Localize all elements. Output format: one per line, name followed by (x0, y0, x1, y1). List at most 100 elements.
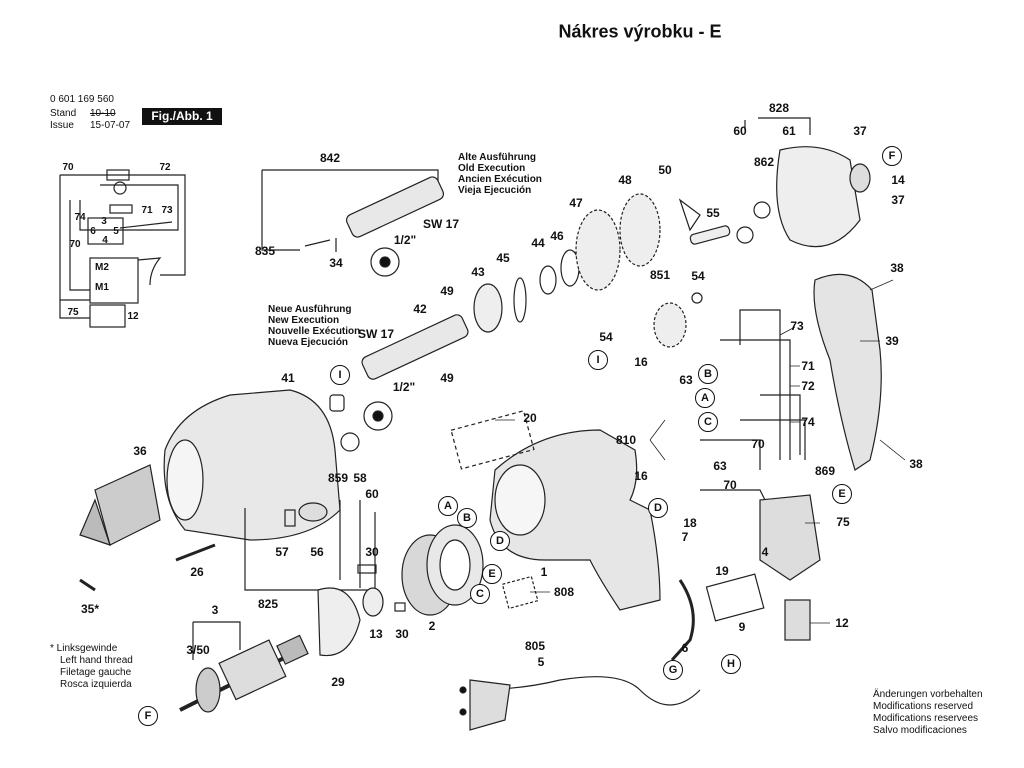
callout: 18 (683, 516, 697, 530)
callout: 30 (395, 627, 409, 641)
circled-reference: E (482, 564, 502, 584)
callout: 6 (681, 641, 689, 655)
callout: 835 (254, 244, 276, 258)
callout: 7 (681, 530, 689, 544)
schematic-label: 70 (62, 162, 74, 173)
note-line: Nouvelle Exécution (268, 326, 361, 337)
handle-cover (813, 273, 882, 471)
issue-value: 15-07-07 (90, 120, 131, 131)
part-number: 0 601 169 560 (50, 94, 114, 105)
circled-reference: G (663, 660, 683, 680)
schematic-label: 5 (113, 226, 119, 237)
note-line: Ancien Exécution (458, 174, 542, 185)
callout: 73 (790, 319, 804, 333)
callout: 4 (761, 545, 769, 559)
callout: 36 (133, 444, 147, 458)
circled-reference: B (698, 364, 718, 384)
callout: 20 (523, 411, 537, 425)
callout: 9 (738, 620, 746, 634)
switch (759, 494, 821, 581)
callout: 808 (553, 585, 575, 599)
circled-reference: D (648, 498, 668, 518)
callout: 12 (835, 616, 849, 630)
stator (401, 524, 484, 616)
chuck (79, 464, 161, 546)
spindle-new (329, 314, 469, 452)
callout: 63 (679, 373, 693, 387)
callout: 39 (885, 334, 899, 348)
callout: 70 (751, 437, 765, 451)
gear-cover (776, 146, 861, 248)
power-cable (459, 676, 701, 731)
callout: 49 (440, 371, 454, 385)
note-line: New Execution (268, 315, 340, 326)
callout: 48 (618, 173, 632, 187)
schematic-label: 75 (67, 307, 79, 318)
schematic-label: M2 (95, 262, 109, 273)
circled-reference: B (457, 508, 477, 528)
note-line: Vieja Ejecución (458, 185, 532, 196)
callout: 34 (329, 256, 343, 270)
callout: SW 17 (422, 217, 460, 231)
legend-line: Filetage gauche (60, 667, 132, 678)
callout: 1/2" (392, 380, 416, 394)
callout: 13 (369, 627, 383, 641)
note-line: Salvo modificaciones (873, 725, 967, 736)
issue-label: Issue (50, 120, 74, 131)
callout: 61 (782, 124, 796, 138)
callout: 46 (550, 229, 564, 243)
note-line: Änderungen vorbehalten (873, 689, 983, 700)
callout: 1 (540, 565, 548, 579)
circled-reference: I (330, 365, 350, 385)
schematic-label: 71 (141, 205, 153, 216)
schematic-label: 4 (102, 235, 108, 246)
callout: 2 (428, 619, 436, 633)
callout: 38 (890, 261, 904, 275)
callout: 58 (353, 471, 367, 485)
callout: 54 (599, 330, 613, 344)
callout: 810 (615, 433, 637, 447)
callout: 63 (713, 459, 727, 473)
circled-reference: H (721, 654, 741, 674)
callout: 37 (853, 124, 867, 138)
note-line: Neue Ausführung (268, 304, 352, 315)
schematic-label: 12 (127, 311, 139, 322)
wiring-schematic (59, 169, 186, 328)
note-line: Old Execution (458, 163, 526, 174)
callout: 19 (715, 564, 729, 578)
circled-reference: D (490, 531, 510, 551)
legend-line: * Linksgewinde (50, 643, 118, 654)
callout: SW 17 (357, 327, 395, 341)
callout: 75 (836, 515, 850, 529)
stand-label: Stand (50, 108, 77, 119)
callout: 869 (814, 464, 836, 478)
circled-reference: I (588, 350, 608, 370)
callout: 44 (531, 236, 545, 250)
callout: 43 (471, 265, 485, 279)
callout: 828 (768, 101, 790, 115)
callout: 862 (753, 155, 775, 169)
schematic-label: 6 (90, 226, 96, 237)
stand-value: 10-10 (90, 108, 116, 119)
circled-reference: F (882, 146, 902, 166)
gear-housing (163, 389, 341, 541)
callout: 14 (891, 173, 905, 187)
callout: 805 (524, 639, 546, 653)
callout: 37 (891, 193, 905, 207)
note-line: Modifications reservees (873, 713, 979, 724)
armature (179, 634, 309, 713)
callout: 1/2" (393, 233, 417, 247)
note-line: Modifications reserved (873, 701, 974, 712)
callout: 35* (80, 602, 100, 616)
callout: 29 (331, 675, 345, 689)
callout: 57 (275, 545, 289, 559)
legend-line: Left hand thread (60, 655, 133, 666)
circled-reference: C (698, 412, 718, 432)
callout: 74 (801, 415, 815, 429)
callout: 38 (909, 457, 923, 471)
